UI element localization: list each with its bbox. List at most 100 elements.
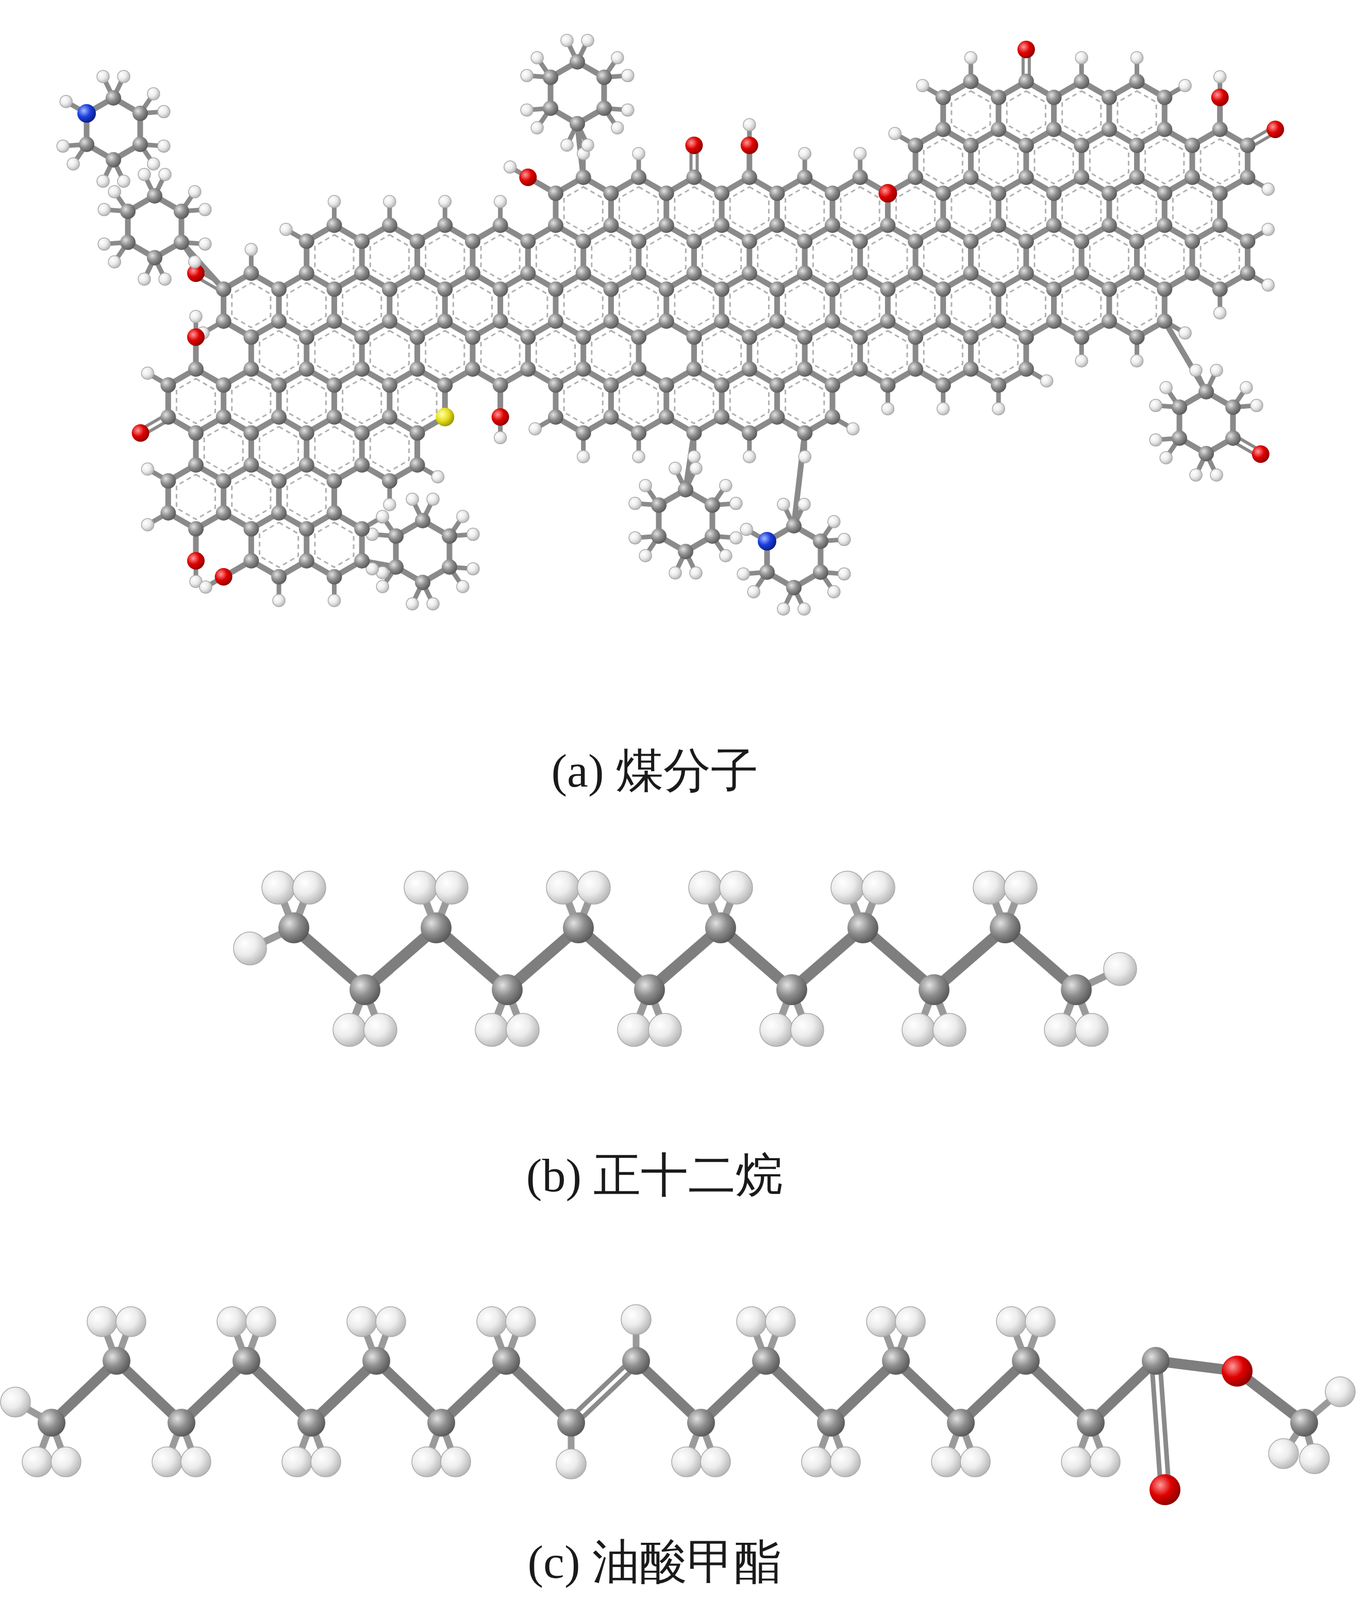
atom-c (120, 203, 136, 220)
bond (1164, 321, 1207, 392)
atom-h (669, 462, 682, 475)
atom-c (990, 185, 1007, 202)
atom-c (907, 361, 924, 377)
atom-h (198, 203, 212, 216)
atom-h (838, 567, 851, 580)
atom-c (354, 425, 370, 441)
atom-c (1101, 185, 1118, 202)
atom-c (575, 425, 592, 441)
atom-h (854, 147, 867, 160)
aromatic-ring (536, 330, 575, 376)
atom-h (476, 1306, 507, 1337)
aromatic-ring (674, 378, 714, 424)
atom-c (298, 425, 315, 441)
atom-c (852, 169, 869, 186)
atom-c (492, 313, 509, 329)
atom-h (426, 493, 440, 506)
atom-c (381, 377, 398, 393)
atom-c (160, 377, 176, 393)
atom-c (622, 1346, 651, 1375)
atom-c (824, 185, 841, 202)
aromatic-ring (563, 187, 603, 232)
atom-o (214, 568, 233, 586)
atom-h (621, 1304, 652, 1335)
atom-c (658, 281, 675, 297)
atom-c (146, 250, 163, 266)
atom-c (547, 377, 564, 393)
atom-c (1060, 974, 1092, 1006)
atom-c (542, 69, 559, 86)
atom-h (1075, 51, 1088, 64)
atom-c (354, 553, 370, 569)
atom-c (630, 233, 647, 249)
atom-c (381, 281, 398, 297)
atom-c (271, 473, 287, 489)
atom-h (97, 203, 111, 216)
atom-h (272, 594, 286, 607)
atom-h (505, 1306, 536, 1337)
atom-c (1101, 313, 1118, 329)
atom-c (243, 265, 259, 281)
atom-c (705, 912, 737, 944)
atom-c (298, 233, 315, 249)
atom-c (741, 169, 758, 186)
atom-c (1129, 137, 1145, 154)
aromatic-ring (1062, 282, 1102, 328)
atom-c (796, 233, 813, 249)
atom-c (575, 265, 592, 281)
atom-h (363, 1013, 397, 1047)
atom-c (547, 313, 564, 329)
aromatic-ring (1172, 187, 1212, 232)
atom-h (404, 871, 438, 905)
atom-h (1210, 468, 1223, 481)
dodecane-molecule (233, 871, 1137, 1047)
atom-c (298, 521, 315, 537)
atom-c (542, 100, 559, 116)
atom-h (1159, 451, 1173, 464)
atom-c (907, 329, 924, 345)
atom-c (414, 574, 431, 591)
atom-h (581, 34, 594, 47)
atom-c (769, 377, 786, 393)
atom-h (628, 497, 642, 510)
atom-h (729, 497, 743, 510)
atom-c (388, 559, 404, 575)
atom-h (157, 139, 171, 153)
atom-h (141, 367, 154, 380)
atom-c (1101, 281, 1118, 297)
aromatic-ring (1062, 187, 1102, 232)
atom-c (569, 115, 586, 132)
atom-c (188, 361, 204, 377)
atom-c (520, 361, 536, 377)
atom-c (935, 313, 952, 329)
atom-c (1018, 265, 1035, 281)
atom-c (651, 497, 667, 513)
atom-h (87, 1306, 118, 1337)
aromatic-ring (231, 282, 271, 328)
atom-h (327, 195, 341, 208)
atom-h (141, 462, 154, 476)
aromatic-ring (785, 187, 825, 232)
atom-h (1075, 354, 1088, 368)
atom-c (1018, 137, 1035, 154)
atom-c (173, 234, 190, 251)
aromatic-ring (508, 282, 548, 328)
atom-h (931, 1446, 962, 1477)
atom-c (824, 217, 841, 233)
atom-h (916, 79, 929, 92)
atom-h (332, 1013, 366, 1047)
aromatic-ring (425, 330, 465, 376)
atom-h (743, 450, 756, 463)
atom-n (77, 104, 96, 123)
atom-c (520, 265, 536, 281)
atom-h (798, 147, 811, 160)
atom-c (741, 425, 758, 441)
atom-c (1073, 265, 1090, 281)
atom-c (188, 457, 204, 473)
aromatic-ring (231, 378, 271, 424)
atom-c (1129, 73, 1145, 90)
atom-c (1171, 430, 1188, 446)
atom-h (158, 168, 172, 181)
atom-c (271, 377, 287, 393)
